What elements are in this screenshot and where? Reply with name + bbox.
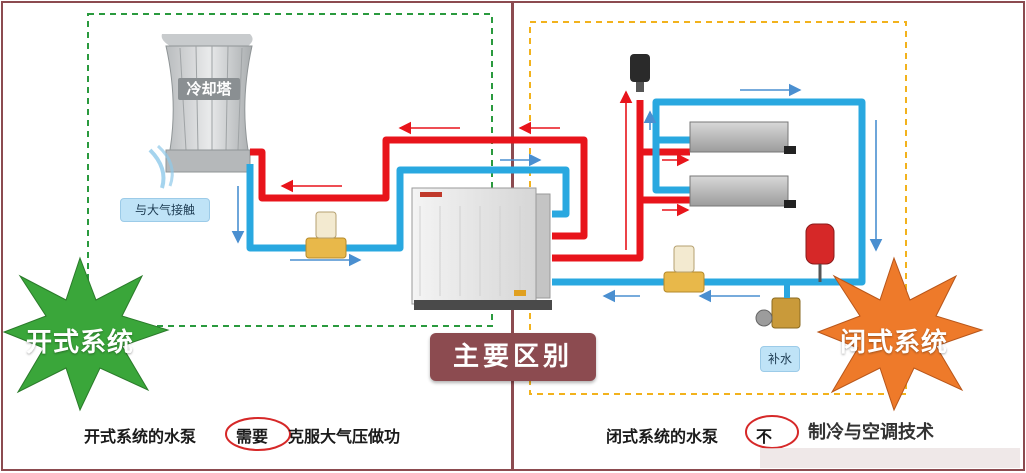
makeup-water-label: 补水 [760,346,800,372]
air-contact-label: 与大气接触 [120,198,210,222]
open-loop-cold-pipe [246,164,570,252]
open-system-burst [2,256,170,412]
right-panel-border [512,1,1025,471]
open-caption-part1: 开式系统的水泵 [84,427,197,446]
closed-system-burst [816,256,984,412]
flow-arrows [231,83,883,303]
fan-coil-unit-top [689,121,796,154]
blurred-strip [760,448,1020,468]
closed-system-label: 闭式系统 [839,328,948,358]
cooling-tower-label: 冷却塔 [178,78,240,100]
watermark-text: 制冷与空调技术 [808,422,934,443]
closed-loop-hot-pipe [552,100,690,262]
closed-caption-not: 不 [756,427,773,446]
open-caption-need: 需要 [236,427,269,446]
air-vent [630,54,650,92]
main-difference-badge: 主要区别 [430,333,596,381]
expansion-tank [805,223,835,282]
closed-caption-part1: 闭式系统的水泵 [606,427,719,446]
fan-coil-unit-bottom [689,175,796,208]
closed-loop-pump [663,245,705,293]
cooling-tower [148,34,253,189]
closed-loop-cold-pipe [552,98,866,286]
emphasis-circle-need [225,417,291,451]
heat-pump-unit [411,187,552,310]
open-system-label: 开式系统 [25,328,134,358]
open-loop-pump [305,211,347,259]
open-loop-hot-pipe [250,136,588,240]
open-caption-part2: 克服大气压做功 [288,427,401,446]
open-system-boundary [87,13,493,327]
makeup-water-valve [755,284,801,329]
